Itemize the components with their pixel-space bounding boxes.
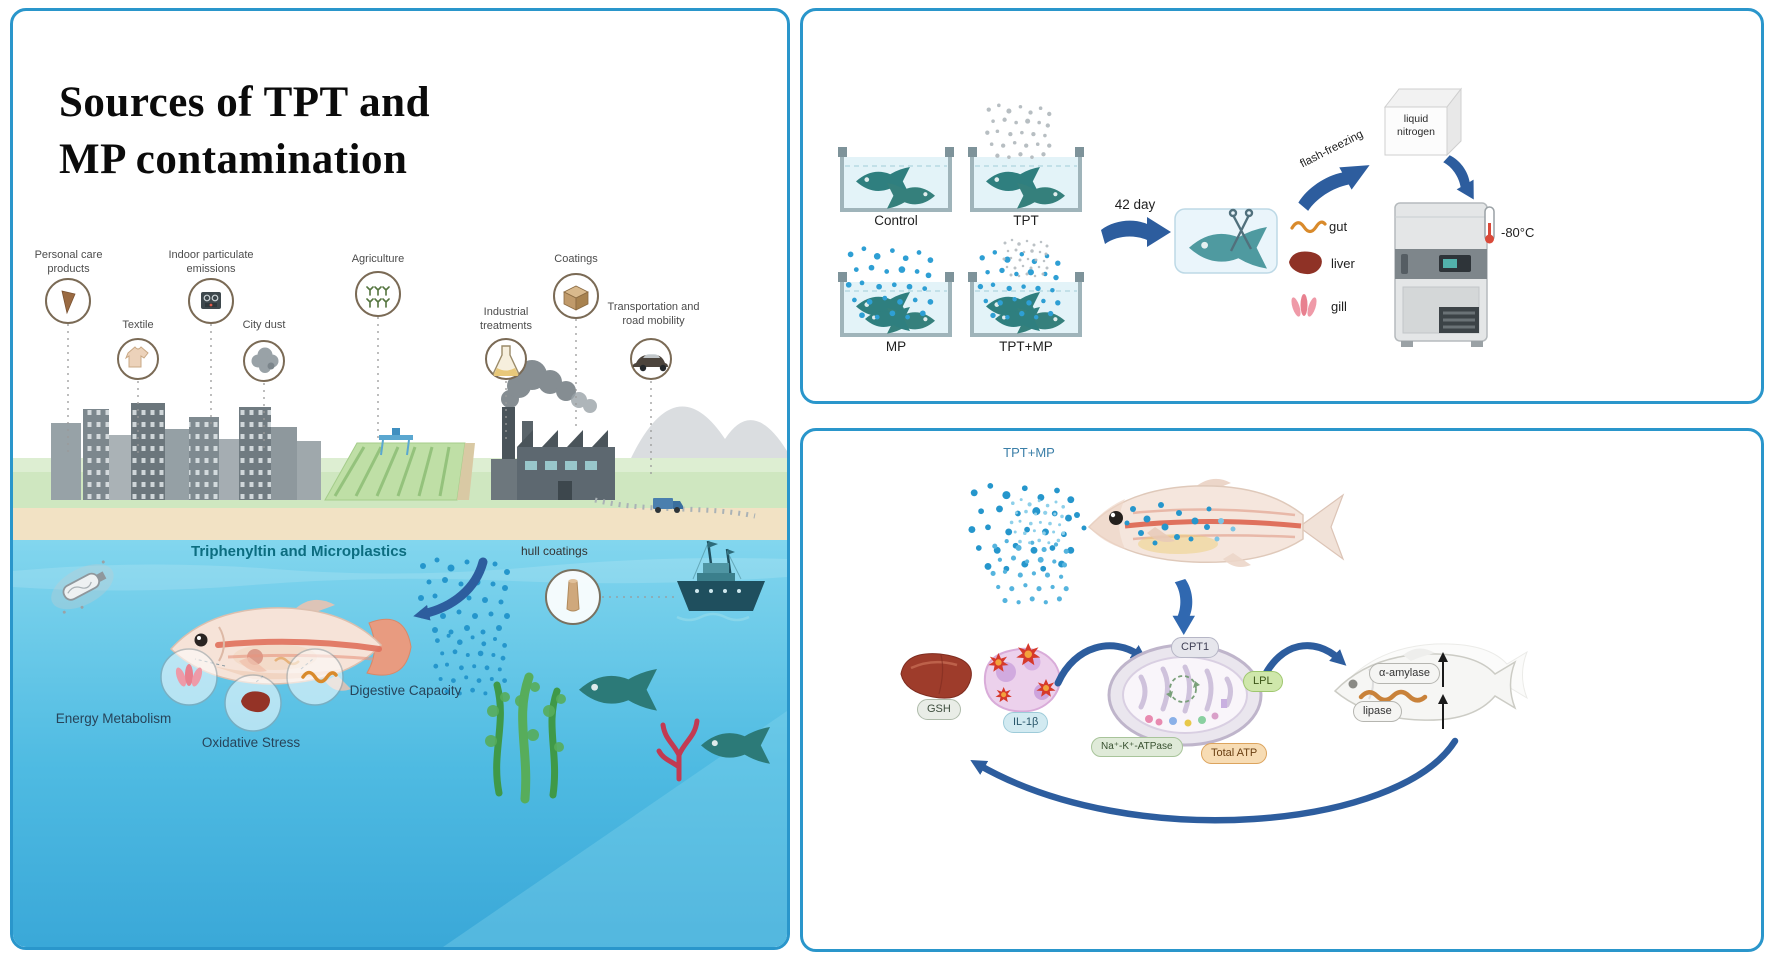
liver-icon <box>900 653 972 699</box>
liver-icon <box>1289 251 1322 275</box>
factory <box>491 360 615 500</box>
tank-label-control: Control <box>874 213 918 228</box>
effect-digestive-capacity: Digestive Capacity <box>349 683 462 698</box>
magnifier-liver <box>224 674 282 732</box>
exposure-label: TPT+MP <box>1003 445 1055 460</box>
effect-down-arrow <box>1172 579 1195 635</box>
mechanism-art <box>900 478 1528 824</box>
mechanism-panel: TPT+MP GSH IL-1β CPT1 LPL Na⁺-K⁺-ATPase … <box>800 428 1764 952</box>
cargo-ship-icon <box>676 540 765 622</box>
experiment-art <box>803 87 1495 347</box>
badge-cpt1: CPT1 <box>1171 637 1220 658</box>
inflammation-icon <box>983 643 1061 713</box>
to-freezer-arrow <box>1440 151 1483 205</box>
liquid-nitrogen-label: liquid nitrogen <box>1397 113 1435 138</box>
coatings-box-icon <box>553 273 599 319</box>
duration-arrow <box>1101 217 1171 247</box>
source-label-city-dust: City dust <box>242 319 286 331</box>
microplastic-dots-icon <box>990 538 1069 605</box>
title-line2: MP contamination <box>59 135 408 183</box>
car-icon <box>630 338 672 380</box>
gut-icon <box>1358 689 1428 703</box>
hull-coatings-callout <box>545 569 677 625</box>
scissors-icon <box>1228 208 1254 252</box>
crop-rows-icon <box>355 271 401 317</box>
tank-label-tptmp: TPT+MP <box>999 339 1053 354</box>
effect-oxidative-stress: Oxidative Stress <box>201 735 301 750</box>
arc-mitochondria-to-fish <box>1259 642 1347 683</box>
farm-field <box>324 428 475 501</box>
source-label-industrial: Industrial treatments <box>480 306 532 332</box>
page-title: Sources of TPT and MP contamination <box>59 75 430 189</box>
tank-control <box>838 147 954 210</box>
source-label-textile: Textile <box>122 319 154 331</box>
tank-tpt <box>968 147 1084 210</box>
organ-label-gut: gut <box>1329 219 1348 234</box>
sources-panel: Sources of TPT and MP contamination Pers… <box>10 8 790 950</box>
badge-gsh: GSH <box>917 699 961 720</box>
duration-label: 42 day <box>1114 197 1156 212</box>
flask-icon <box>485 338 527 380</box>
tpt-particles-icon <box>985 103 1052 159</box>
coral <box>656 718 700 782</box>
exposure-arrow <box>413 557 488 621</box>
dissection-box <box>1174 208 1278 274</box>
gill-icon <box>1291 294 1317 317</box>
dust-cloud-icon <box>243 340 285 382</box>
badge-amylase: α-amylase <box>1369 663 1440 684</box>
city-buildings <box>51 403 321 500</box>
experiment-panel: Control TPT MP TPT+MP 42 day gut liver g… <box>800 8 1764 404</box>
effect-energy-metabolism: Energy Metabolism <box>55 711 172 726</box>
badge-atpase: Na⁺-K⁺-ATPase <box>1091 737 1183 757</box>
magnifier-gut <box>286 648 344 706</box>
magnifier-gill <box>160 648 218 706</box>
irrigation-sprinkler-icon <box>379 435 413 440</box>
seaweed <box>485 672 566 804</box>
organ-label-liver: liver <box>1331 256 1355 271</box>
source-connector-lines <box>67 317 652 476</box>
tank-label-tpt: TPT <box>1013 213 1039 228</box>
mitochondrion-icon <box>1107 643 1263 747</box>
microplastic-dots-icon <box>1009 498 1065 545</box>
source-icon-circles <box>45 271 672 382</box>
liquid-nitrogen-box-icon <box>1383 87 1463 157</box>
bollard-icon <box>566 579 580 612</box>
water-contaminants-title: Triphenyltin and Microplastics <box>191 543 407 560</box>
sources-scene-art <box>13 271 787 947</box>
thermometer-icon <box>1484 206 1495 244</box>
hull-coatings-label: hull coatings <box>521 544 588 558</box>
microplastic-dots-icon <box>968 483 1075 572</box>
tank-label-mp: MP <box>885 339 907 354</box>
badge-lpl: LPL <box>1243 671 1283 692</box>
badge-il1b: IL-1β <box>1003 712 1049 733</box>
zebrafish <box>1087 478 1345 567</box>
lab-freezer-icon <box>1394 202 1488 347</box>
beach-sand <box>13 508 787 540</box>
arc-inflammation-to-mitochondria <box>1054 642 1148 687</box>
tshirt-icon <box>117 338 159 380</box>
truck-icon <box>653 498 683 513</box>
gut-icon <box>1290 220 1327 234</box>
title-line1: Sources of TPT and <box>59 79 431 126</box>
stove-icon <box>188 278 234 324</box>
source-label-coatings: Coatings <box>554 253 598 265</box>
source-label-indoor-emissions: Indoor particulate emissions <box>168 249 254 275</box>
freezer-temp-label: -80°C <box>1501 225 1535 240</box>
personal-care-cone-icon <box>45 278 91 324</box>
plastic-bottle-icon <box>51 560 114 614</box>
sea-water <box>13 540 787 947</box>
source-label-transportation: Transportation and road mobility <box>607 301 700 327</box>
source-label-personal-care: Personal care products <box>34 249 103 275</box>
badge-lipase: lipase <box>1353 701 1402 722</box>
organ-label-gill: gill <box>1331 299 1347 314</box>
feedback-arc <box>970 737 1459 824</box>
badge-total-atp: Total ATP <box>1201 743 1268 764</box>
source-label-agriculture: Agriculture <box>351 253 405 265</box>
